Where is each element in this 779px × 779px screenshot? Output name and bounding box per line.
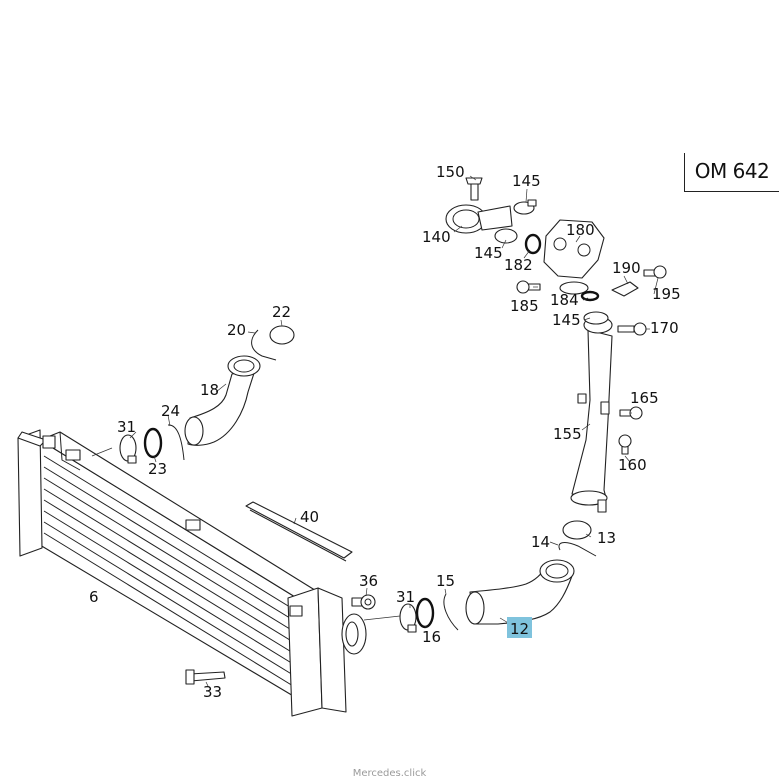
part-label[interactable]: 190	[612, 259, 641, 277]
part-12-highlight	[507, 617, 532, 638]
part-label[interactable]: 140	[422, 228, 451, 246]
part-label[interactable]: 150	[436, 163, 465, 181]
bolt-165-part	[619, 406, 643, 420]
hose-12-part	[465, 559, 575, 625]
clip-24-part	[167, 424, 185, 461]
part-label[interactable]: 20	[227, 321, 246, 339]
clip-20-part	[251, 329, 277, 361]
intercooler-part	[17, 429, 367, 717]
clamp-31-upper-part	[119, 434, 137, 464]
clip-15-part	[443, 593, 459, 631]
bolt-170-part	[617, 322, 647, 336]
ring-16-part	[415, 597, 435, 629]
part-label[interactable]: 145	[512, 172, 541, 190]
ring-22-part	[269, 325, 295, 345]
part-label[interactable]: 31	[117, 418, 136, 436]
pipe-155-part	[570, 316, 613, 513]
ring-23-part	[143, 427, 163, 459]
footer-watermark: Mercedes.click	[352, 768, 427, 779]
part-label[interactable]: 16	[422, 628, 441, 646]
part-label[interactable]: 24	[161, 402, 180, 420]
part-label[interactable]: 40	[300, 508, 319, 526]
part-label[interactable]: 185	[510, 297, 539, 315]
part-label[interactable]: 170	[650, 319, 679, 337]
part-label[interactable]: 180	[566, 221, 595, 239]
part-label[interactable]: 184	[550, 291, 579, 309]
clip-14-part	[558, 542, 597, 557]
bolt-33-part	[185, 669, 226, 685]
part-label[interactable]: 15	[436, 572, 455, 590]
part-label[interactable]: 18	[200, 381, 219, 399]
part-label[interactable]: 36	[359, 572, 378, 590]
part-label[interactable]: 14	[531, 533, 550, 551]
part-label[interactable]: 31	[396, 588, 415, 606]
part-label[interactable]: 195	[652, 285, 681, 303]
strip-40-part	[245, 501, 353, 562]
part-label[interactable]: 155	[553, 425, 582, 443]
engine-code-label: OM 642	[694, 159, 770, 183]
part-label[interactable]: 165	[630, 389, 659, 407]
part-label[interactable]: 13	[597, 529, 616, 547]
part-label-selected[interactable]: 12	[510, 620, 529, 638]
bolt-160-part	[618, 434, 632, 455]
throttle-assembly-part	[445, 177, 667, 325]
part-label[interactable]: 145	[474, 244, 503, 262]
hose-18-part	[184, 355, 261, 446]
bolt-36-part	[351, 594, 376, 610]
clamp-31-lower-part	[399, 603, 417, 633]
ring-13-part	[562, 520, 592, 540]
part-label[interactable]: 23	[148, 460, 167, 478]
part-label[interactable]: 160	[618, 456, 647, 474]
engine-code-box: OM 642	[684, 153, 779, 192]
part-label[interactable]: 22	[272, 303, 291, 321]
leader-lines	[91, 175, 659, 687]
part-label[interactable]: 33	[203, 683, 222, 701]
part-label[interactable]: 6	[89, 588, 99, 606]
part-labels: 150 145 140 145 182 180 190 195 185 184 …	[89, 163, 681, 701]
part-label[interactable]: 145	[552, 311, 581, 329]
part-label[interactable]: 182	[504, 256, 533, 274]
